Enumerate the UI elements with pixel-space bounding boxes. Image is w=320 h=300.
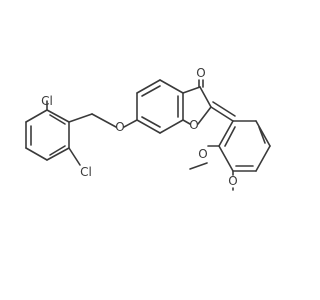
bond	[46, 109, 70, 123]
bond	[25, 147, 48, 161]
benzyl-bond	[68, 113, 93, 123]
bond	[159, 119, 184, 134]
benzofuranone-benzene-ring	[136, 79, 184, 134]
double-bond-inner	[141, 85, 161, 97]
c-cl-bond-bottom	[68, 147, 81, 166]
bond	[218, 145, 234, 172]
bond	[197, 106, 212, 125]
bond	[159, 79, 184, 94]
bond	[218, 120, 234, 147]
methoxy-oxygen-atom-2: O	[198, 147, 207, 161]
double-bond-inner	[49, 145, 66, 156]
svg-text:O: O	[198, 147, 207, 161]
svg-text:O: O	[228, 174, 237, 188]
bond	[199, 86, 212, 108]
furan-ring-oxygen-atom: O	[189, 118, 198, 132]
methoxy-oxygen-atom-3: O	[228, 174, 237, 188]
exocyclic-double-bond	[210, 106, 234, 122]
bond	[136, 119, 161, 134]
exocyclic-double-bond	[212, 101, 236, 117]
bond	[136, 79, 161, 94]
svg-text:Cl: Cl	[41, 94, 53, 108]
carbonyl-oxygen-atom: O	[196, 66, 205, 80]
svg-text:Cl: Cl	[80, 165, 92, 179]
molecule-structure-diagram: Cl Cl O O O O O	[25, 66, 271, 191]
bond	[182, 119, 191, 125]
ether-bond	[123, 119, 138, 128]
ether-oxygen-atom: O	[115, 120, 124, 134]
bond	[255, 120, 271, 147]
chlorine-atom-top: Cl	[41, 94, 53, 108]
svg-text:O: O	[196, 66, 205, 80]
dichlorophenyl-ring	[25, 109, 70, 161]
ch2-bond	[91, 113, 117, 128]
double-bond-inner	[49, 114, 66, 125]
furanone-ring	[182, 86, 212, 125]
bond	[46, 147, 70, 161]
methyl-bond-2	[189, 162, 208, 170]
dimethoxyphenyl-ring	[218, 120, 271, 172]
svg-text:O: O	[189, 118, 198, 132]
bond	[25, 109, 48, 123]
structure-canvas: Cl Cl O O O O O	[25, 66, 271, 191]
double-bond-inner	[258, 126, 266, 144]
double-bond-inner	[224, 126, 236, 147]
chlorine-atom-bottom: Cl	[80, 165, 92, 179]
bond	[255, 145, 271, 172]
bond	[182, 86, 201, 94]
svg-text:O: O	[115, 120, 124, 134]
double-bond-inner	[141, 116, 161, 128]
